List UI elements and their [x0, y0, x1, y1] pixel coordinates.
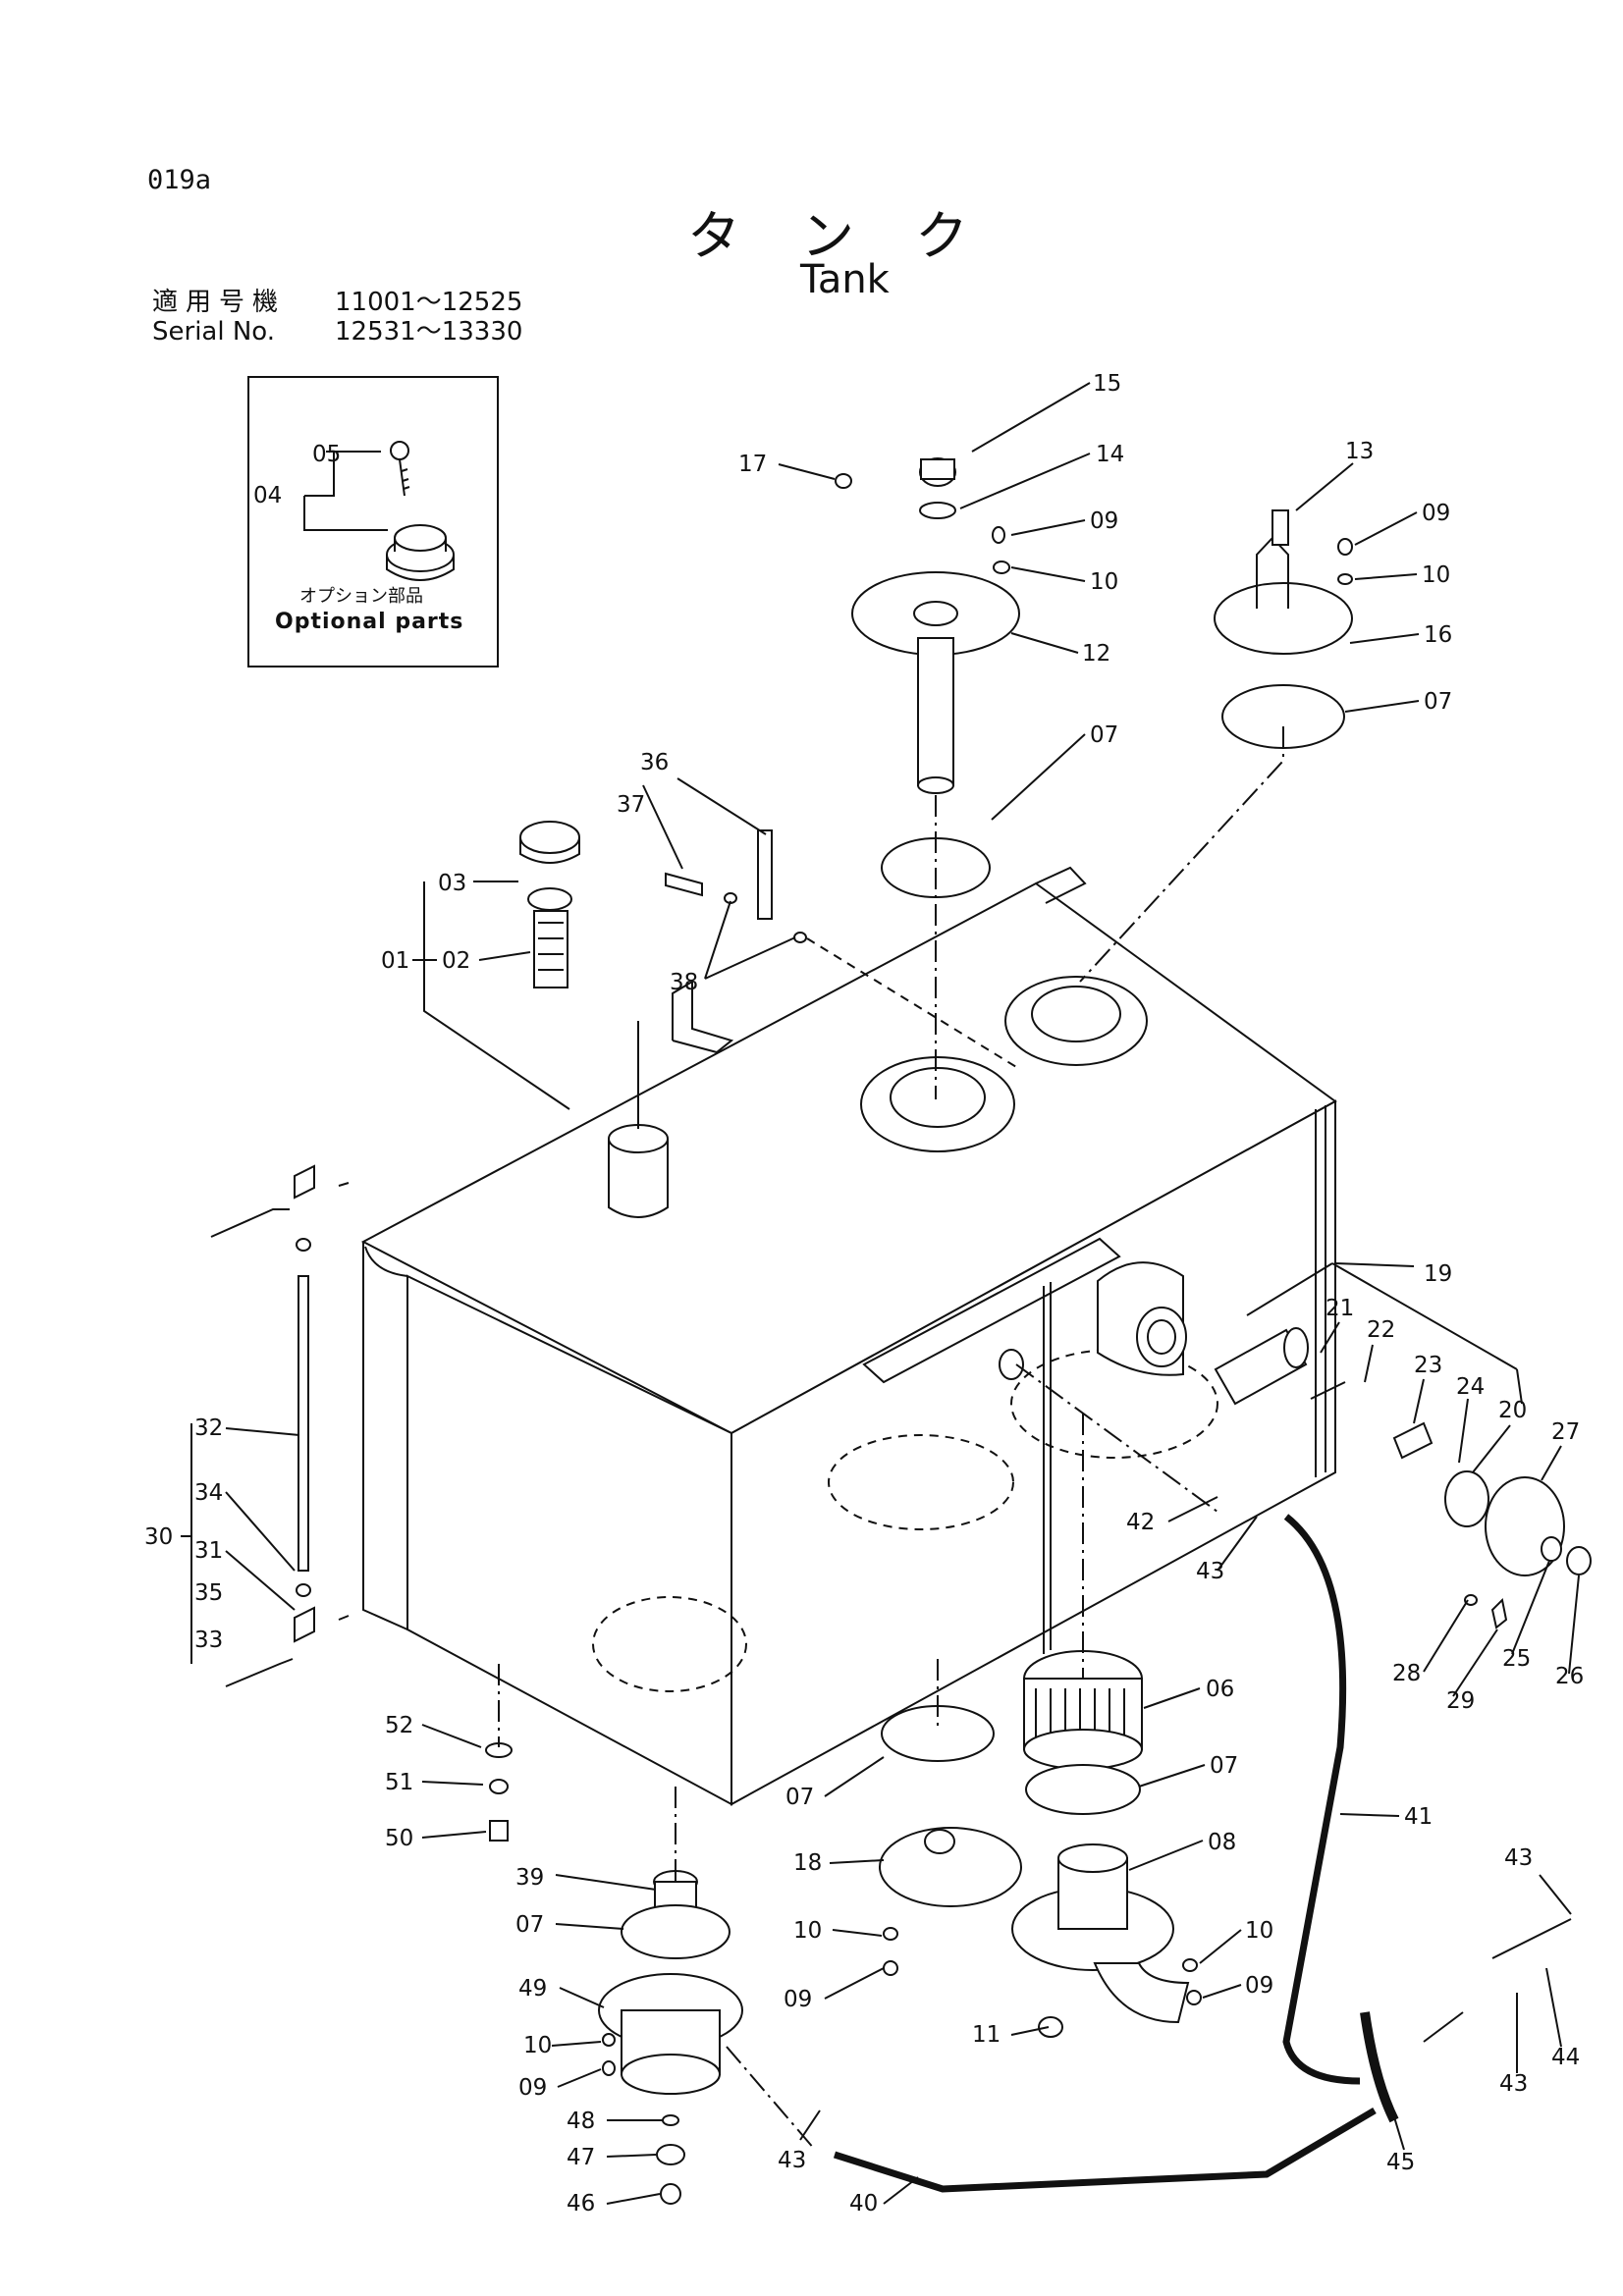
callout-01: 01: [381, 948, 409, 974]
optional-parts-inset: [247, 376, 499, 667]
callout-12: 12: [1082, 641, 1110, 667]
callout-23: 23: [1414, 1353, 1442, 1378]
callout-31: 31: [194, 1538, 223, 1564]
return-filter-assembly: [1214, 1262, 1592, 1629]
callout-44: 44: [1551, 2045, 1580, 2070]
filler-cap-strainer: [519, 821, 580, 988]
callout-09-drain: 09: [518, 2075, 547, 2101]
callout-16: 16: [1424, 622, 1452, 648]
callout-18: 18: [793, 1850, 822, 1876]
page-code: 019a: [147, 165, 212, 195]
callout-45: 45: [1386, 2150, 1415, 2175]
level-gauge-assembly: [210, 1164, 350, 1687]
callout-46: 46: [567, 2191, 595, 2216]
callout-10-mid: 10: [793, 1918, 822, 1944]
callout-43-lower-right: 43: [1499, 2071, 1528, 2097]
callout-04: 04: [253, 483, 282, 508]
callout-02: 02: [442, 948, 470, 974]
callout-30: 30: [144, 1524, 173, 1550]
callout-36: 36: [640, 750, 669, 775]
callout-07-right: 07: [1424, 689, 1452, 715]
callout-41: 41: [1404, 1804, 1433, 1830]
callout-07-top: 07: [1090, 722, 1118, 748]
suction-pipe-assembly: [835, 457, 1020, 898]
tank-body: [360, 866, 1337, 1806]
callout-21: 21: [1325, 1296, 1354, 1321]
callout-08: 08: [1208, 1830, 1236, 1855]
callout-05: 05: [312, 442, 341, 467]
leader-lines: [181, 382, 1580, 2205]
callout-42: 42: [1126, 1510, 1155, 1535]
callout-34: 34: [194, 1480, 223, 1506]
callout-09-lower: 09: [1245, 1973, 1273, 1999]
callout-15: 15: [1093, 371, 1121, 397]
callout-43-mid: 43: [1196, 1559, 1224, 1584]
optional-parts-caption-en: Optional parts: [275, 610, 464, 634]
callout-35: 35: [194, 1580, 223, 1606]
callout-48: 48: [567, 2109, 595, 2134]
callout-22: 22: [1367, 1317, 1395, 1343]
callout-33: 33: [194, 1628, 223, 1653]
callout-07-bottom: 07: [785, 1785, 814, 1810]
callout-10-right: 10: [1422, 562, 1450, 588]
callout-19: 19: [1424, 1261, 1452, 1287]
inset-key-and-cap: [303, 441, 455, 581]
callout-40: 40: [849, 2191, 878, 2216]
serial-label-jp: 適用号機: [152, 288, 287, 317]
callout-43-bottom: 43: [778, 2148, 806, 2173]
title-english: Tank: [800, 257, 890, 302]
callout-39: 39: [515, 1865, 544, 1891]
callout-27: 27: [1551, 1419, 1580, 1445]
callout-28: 28: [1392, 1661, 1421, 1686]
callout-07-bottom-right: 07: [1210, 1753, 1238, 1779]
callout-20: 20: [1498, 1398, 1527, 1423]
serial-block: 適用号機 11001～12525 Serial No. 12531～13330: [152, 288, 522, 347]
callout-09-mid: 09: [784, 1987, 812, 2012]
callout-47: 47: [567, 2145, 595, 2170]
callout-37: 37: [617, 792, 645, 818]
callout-10-drain: 10: [523, 2033, 552, 2058]
callout-06: 06: [1206, 1677, 1234, 1702]
callout-09-right: 09: [1422, 501, 1450, 526]
callout-52: 52: [385, 1713, 413, 1738]
callout-51: 51: [385, 1770, 413, 1795]
title-japanese: タンク: [687, 205, 1029, 267]
callout-50: 50: [385, 1826, 413, 1851]
callout-13: 13: [1345, 439, 1374, 464]
callout-38: 38: [670, 970, 698, 995]
callout-29: 29: [1446, 1688, 1475, 1714]
callout-32: 32: [194, 1415, 223, 1441]
callout-17: 17: [738, 452, 767, 477]
center-lines: [423, 726, 1284, 2151]
bottom-filter-assembly: [879, 1650, 1202, 2038]
serial-range-1: 11001～12525: [335, 288, 523, 317]
optional-parts-caption-jp: オプション部品: [299, 586, 423, 607]
serial-label-en: Serial No.: [152, 317, 275, 347]
callout-14: 14: [1096, 442, 1124, 467]
callout-43-right: 43: [1504, 1845, 1533, 1871]
hose-assembly: [833, 1514, 1572, 2193]
callout-03: 03: [438, 871, 466, 896]
callout-labels: 05 04 15 17 14 09 10 12 13 09 10 16 07 0…: [144, 371, 1584, 2216]
callout-10-lower: 10: [1245, 1918, 1273, 1944]
callout-11: 11: [972, 2022, 1001, 2048]
callout-25: 25: [1502, 1646, 1531, 1672]
callout-09-top: 09: [1090, 508, 1118, 534]
callout-07-drain: 07: [515, 1912, 544, 1938]
side-ports: [999, 1261, 1187, 1380]
callout-10-top: 10: [1090, 569, 1118, 595]
callout-24: 24: [1456, 1374, 1485, 1400]
serial-range-2: 12531～13330: [335, 317, 523, 347]
callout-49: 49: [518, 1976, 547, 2002]
tank-top-ports: [608, 976, 1148, 1218]
breather-assembly: [1214, 509, 1353, 749]
bracket-assembly: [665, 829, 1022, 1071]
drain-assembly: [485, 1742, 743, 2205]
